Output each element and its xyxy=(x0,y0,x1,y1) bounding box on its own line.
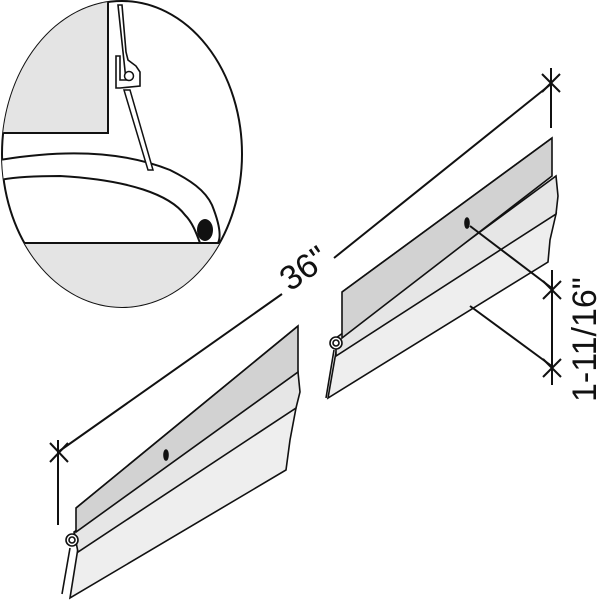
sweep-clip xyxy=(115,4,141,89)
sweep-segment-right xyxy=(325,136,559,400)
threshold-floor xyxy=(2,242,242,307)
height-dimension xyxy=(469,225,562,385)
sweep-segment-left xyxy=(61,324,301,600)
length-dimension xyxy=(49,68,561,525)
bulb-seal xyxy=(197,219,213,241)
length-label: 36" xyxy=(273,239,336,299)
height-label: 1-11/16" xyxy=(566,277,600,402)
sweep-flap xyxy=(122,89,154,171)
detail-inset xyxy=(1,0,243,308)
threshold-saddle xyxy=(2,152,221,244)
door-panel xyxy=(2,1,109,134)
